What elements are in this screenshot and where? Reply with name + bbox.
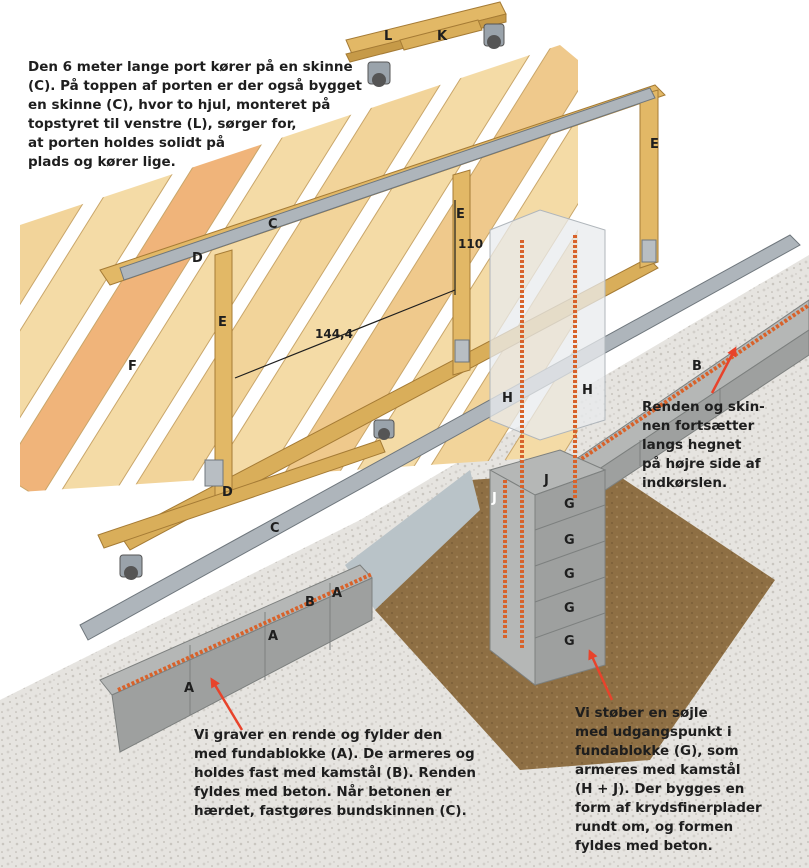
bracket-icon: [204, 459, 224, 487]
gate-bottom-beam: [97, 439, 386, 549]
label-G-3: G: [564, 567, 575, 582]
label-E-right: E: [650, 137, 659, 152]
bracket-icon: [641, 239, 657, 263]
label-B-right: B: [692, 359, 702, 374]
label-E-mid: E: [456, 207, 465, 222]
label-G-1: G: [564, 497, 575, 512]
wheel-icon: [119, 554, 143, 580]
pit-wall: [345, 470, 480, 610]
caption-trench-right: Renden og skin- nen fortsætter langs heg…: [642, 399, 765, 491]
wheel-icon: [367, 61, 391, 87]
label-A-1: A: [332, 586, 342, 601]
dimension-height-value: 110: [458, 237, 483, 251]
label-C-bottom: C: [270, 521, 280, 536]
label-F: F: [128, 359, 137, 374]
arrow-icon: [588, 649, 614, 701]
label-H-left: H: [502, 391, 513, 406]
label-B-left: B: [305, 595, 315, 610]
caption-column: Vi støber en søjle med udgangspunkt i fu…: [575, 705, 762, 854]
label-A-3: A: [184, 681, 194, 696]
label-G-2: G: [564, 533, 575, 548]
label-G-4: G: [564, 601, 575, 616]
bracket-icon: [454, 339, 470, 363]
wheel-icon: [483, 23, 505, 49]
dimension-width-value: 144,4: [315, 327, 353, 341]
trench-rebar: [563, 303, 809, 472]
top-rail: [119, 87, 656, 281]
wheel-icon: [373, 419, 395, 440]
trench-rebar: [117, 572, 373, 692]
label-L: L: [384, 29, 392, 44]
label-K: K: [437, 29, 448, 44]
dimension-line-width: [234, 289, 456, 379]
label-G-5: G: [564, 634, 575, 649]
top-guide: [345, 1, 507, 63]
label-A-2: A: [268, 629, 278, 644]
label-D-top: D: [192, 251, 203, 266]
caption-trench-left: Vi graver en rende og fylder den med fun…: [194, 727, 476, 819]
arrow-icon: [710, 346, 737, 394]
label-C-top: C: [268, 217, 278, 232]
caption-intro: Den 6 meter lange port kører på en skinn…: [28, 59, 363, 170]
label-J-right: J: [543, 473, 549, 488]
label-J-left: J: [491, 491, 497, 506]
arrow-icon: [210, 677, 244, 731]
label-E-left: E: [218, 315, 227, 330]
label-H-right: H: [582, 383, 593, 398]
label-D-bottom: D: [222, 485, 233, 500]
